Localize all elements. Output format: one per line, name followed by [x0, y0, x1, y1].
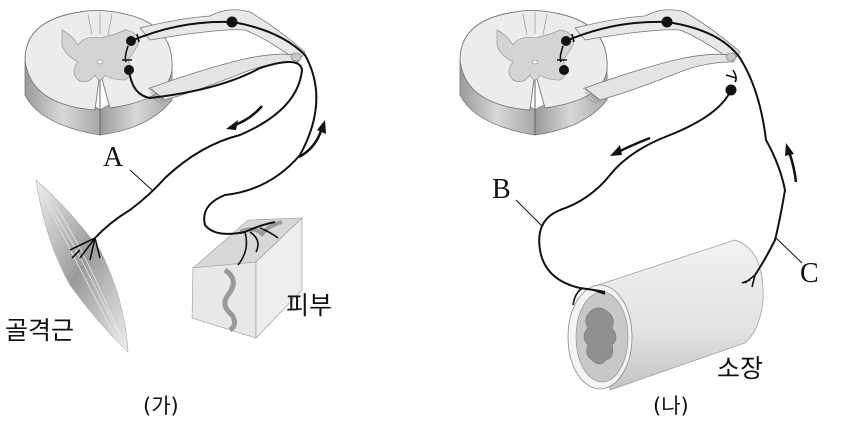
- label-a: A: [103, 142, 124, 173]
- motor-nerve-a: [94, 61, 304, 239]
- visceral-motor-nerve-b: [538, 89, 732, 293]
- sensory-nerve-c: [666, 21, 787, 276]
- pointer-b: [515, 199, 543, 227]
- pointer-c: [775, 237, 803, 264]
- label-skin: 피부: [286, 291, 333, 320]
- panel-ga-diagram: [24, 8, 326, 353]
- small-intestine: [567, 239, 764, 391]
- sensory-nerve-ga: [203, 21, 318, 235]
- caption-ga: (가): [143, 394, 179, 418]
- label-small-intestine: 소장: [717, 354, 764, 383]
- arrow-afferent-ga-icon: [298, 120, 326, 159]
- label-skeletal-muscle: 골격근: [5, 316, 75, 345]
- label-b: B: [492, 174, 511, 205]
- skeletal-muscle: [35, 179, 129, 353]
- arrow-efferent-na-icon: [610, 136, 651, 156]
- label-c: C: [800, 258, 819, 289]
- panel-na-diagram: [459, 8, 803, 391]
- arrow-efferent-ga-icon: [226, 105, 263, 130]
- skin-block: [191, 217, 303, 339]
- spinal-cord-ga: [24, 8, 306, 136]
- caption-na: (나): [653, 394, 689, 418]
- pointer-a: [129, 169, 153, 191]
- arrow-afferent-na-icon: [785, 143, 798, 183]
